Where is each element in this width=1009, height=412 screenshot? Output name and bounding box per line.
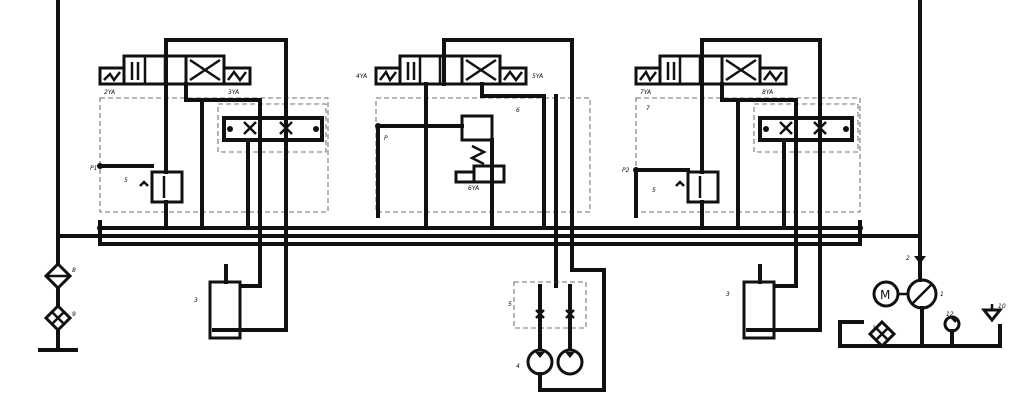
n12-label: 12	[946, 311, 954, 318]
pressure-valve-left: P1 5	[90, 165, 184, 204]
directional-valve-right: 7YA 8YA	[634, 54, 788, 96]
n10-label: 10	[998, 303, 1006, 310]
junction-dots	[97, 123, 863, 231]
sol-5ya-label: 5YA	[532, 73, 543, 80]
check-valve-pair-left	[222, 116, 324, 142]
sol-6ya-label: 6YA	[468, 185, 479, 192]
n1-label: 1	[940, 291, 944, 298]
filters-left: 8 9	[38, 261, 78, 352]
directional-valve-center: 4YA 5YA	[356, 54, 543, 86]
p1-label: P1	[90, 165, 97, 172]
sol-4ya-label: 4YA	[356, 73, 367, 80]
n7-label: 7	[646, 105, 650, 112]
n4-label: 4	[516, 363, 520, 370]
n11-label: 11	[872, 325, 880, 332]
valve-group-right: 7YA 8YA P2 5 7	[622, 38, 861, 332]
cylinder-right: 3	[726, 264, 776, 340]
sol-3ya-label: 3YA	[228, 89, 239, 96]
pressure-reducer-center: 6 6YA	[454, 107, 520, 192]
n2-label: 2	[906, 255, 910, 262]
pump-station: 2 M 1 11 12 10	[838, 255, 1006, 349]
n5-left-label: 5	[124, 177, 128, 184]
n3-left-label: 3	[194, 297, 198, 304]
valve-group-left: 2YA 3YA P1 5	[90, 38, 329, 332]
p2-label: P2	[622, 167, 630, 174]
check-valve-pair-right	[758, 116, 854, 142]
p-label: P	[384, 135, 388, 142]
sol-2ya-label: 2YA	[104, 89, 115, 96]
n8-label: 8	[72, 267, 76, 274]
n5-right-label: 5	[652, 187, 656, 194]
n9-label: 9	[72, 311, 76, 318]
valve-group-center: 4YA 5YA 6 6YA P	[356, 38, 606, 392]
sol-8ya-label: 8YA	[762, 89, 773, 96]
motor-symbol: M	[880, 288, 890, 302]
n5-motor-label: 5	[508, 301, 512, 308]
twin-motors: 5 4	[508, 281, 587, 392]
cylinder-left: 3	[194, 264, 242, 340]
sol-7ya-label: 7YA	[640, 89, 651, 96]
directional-valve-left: 2YA 3YA	[98, 54, 252, 96]
n3-right-label: 3	[726, 291, 730, 298]
n6-label: 6	[516, 107, 520, 114]
